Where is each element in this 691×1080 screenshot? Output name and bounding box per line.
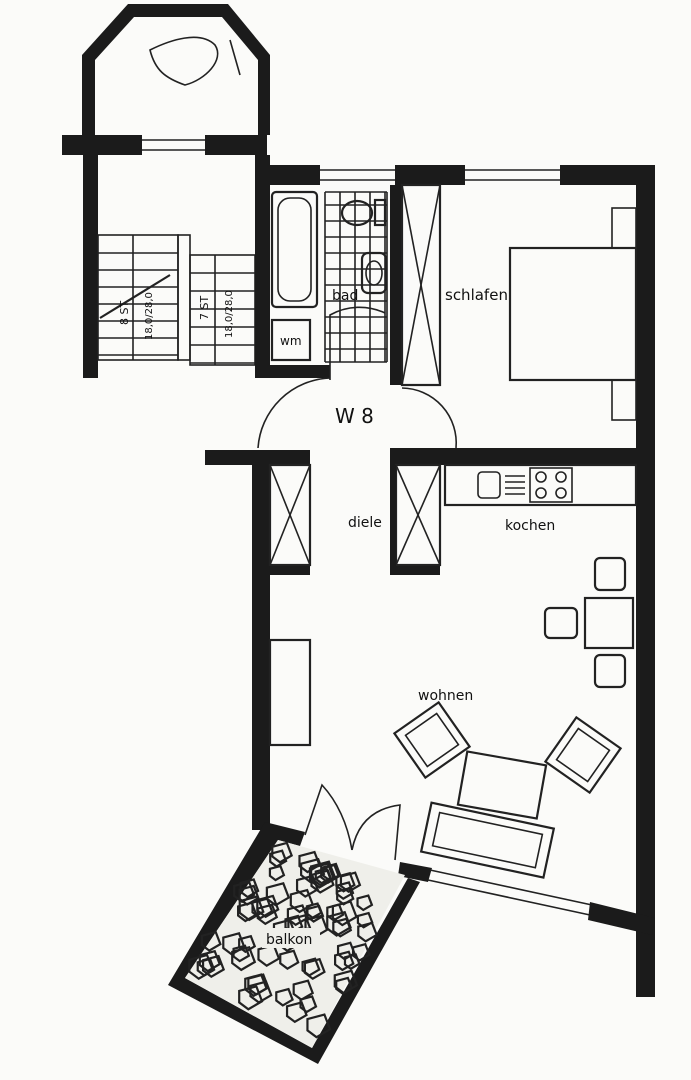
balcony-door — [304, 783, 401, 861]
paving-stone — [335, 976, 354, 995]
room-label-wm: wm — [280, 334, 302, 348]
paving-stone — [356, 894, 374, 912]
paving-stone — [356, 911, 374, 929]
entrance-door — [257, 377, 331, 449]
paving-stone — [326, 910, 352, 937]
paving-stone — [308, 862, 336, 889]
paving-stone — [265, 882, 291, 907]
paving-stone — [233, 880, 256, 904]
kitchen: kochen — [443, 463, 638, 534]
paving-stone — [299, 995, 318, 1014]
paving-stone — [222, 932, 246, 956]
stair-lower-dims: 18,0/28,0 — [224, 290, 235, 338]
paving-stone — [201, 954, 226, 979]
dining-set — [543, 556, 635, 689]
stair-lower-label: 7 ST — [198, 296, 211, 320]
room-label-wohnen: wohnen — [418, 688, 473, 704]
paving-stone — [238, 884, 260, 906]
paving-stone — [238, 985, 264, 1011]
room-label-bad: bad — [332, 288, 358, 304]
paving-stone — [251, 897, 274, 920]
paving-stone — [279, 949, 300, 970]
paving-stone — [256, 894, 280, 919]
stair-bay-window — [82, 4, 270, 135]
paving-stone — [300, 857, 326, 884]
paving-stone — [286, 904, 309, 927]
paving-stone — [295, 874, 320, 898]
paving-stone — [298, 850, 321, 874]
stair-upper-label: 8 ST — [118, 301, 131, 325]
paving-stone — [336, 886, 355, 906]
paving-stone — [343, 953, 361, 971]
staircase: 8 ST 18,0/28,0 7 ST 18,0/28,0 — [97, 234, 256, 366]
paving-stone — [332, 917, 353, 938]
unit-label: W 8 — [335, 404, 374, 428]
room-label-diele: diele — [348, 515, 382, 531]
bathroom: wm bad — [270, 190, 388, 378]
living-window — [398, 862, 655, 935]
paving-stone — [231, 945, 257, 972]
balcony: balkon — [168, 822, 420, 1064]
room-label-kochen: kochen — [505, 518, 555, 534]
bedroom: schlafen — [400, 183, 638, 449]
living-room: wohnen — [268, 638, 623, 879]
paving-stone — [306, 1013, 332, 1039]
paving-stone — [305, 902, 323, 920]
paving-stone — [269, 849, 288, 868]
paving-stone — [200, 930, 222, 952]
room-label-balkon: balkon — [266, 932, 312, 948]
paving-stone — [292, 979, 315, 1001]
paving-stone — [285, 1001, 308, 1024]
paving-stone — [310, 869, 335, 894]
paving-stone — [244, 973, 268, 998]
stair-upper-dims: 18,0/28,0 — [144, 292, 155, 340]
paving-stone — [275, 987, 294, 1007]
hall-closets: diele — [268, 463, 442, 575]
room-label-schlafen: schlafen — [445, 286, 508, 304]
paving-stone — [301, 957, 321, 977]
